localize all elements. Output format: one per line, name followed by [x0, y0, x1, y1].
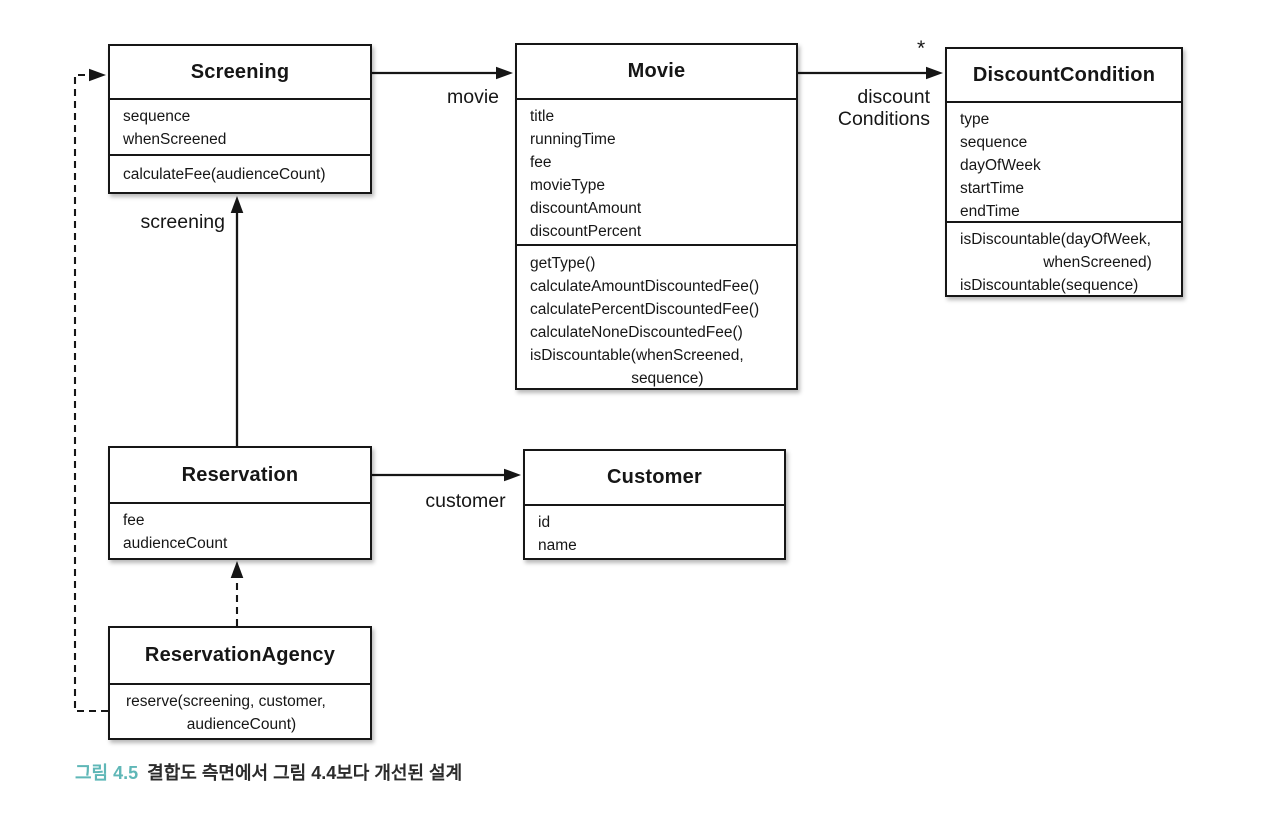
class-movie-title: Movie	[517, 45, 796, 100]
class-screening-methods: calculateFee(audienceCount)	[110, 156, 370, 192]
method-row: calculateNoneDiscountedFee()	[530, 324, 743, 341]
attribute-row: fee	[530, 154, 552, 171]
figure-caption-text: 결합도 측면에서 그림 4.4보다 개선된 설계	[147, 763, 463, 783]
method-row: calculatePercentDiscountedFee()	[530, 301, 760, 318]
edge-label-discount-conditions: discount Conditions	[800, 86, 930, 130]
method-row: calculateFee(audienceCount)	[123, 166, 326, 183]
method-row: isDiscountable(whenScreened,	[530, 347, 744, 364]
class-reservationagency: ReservationAgency reserve(screening, cus…	[108, 626, 372, 740]
multiplicity-star: *	[917, 37, 926, 60]
association-screening-to-movie	[372, 66, 513, 80]
attribute-row: endTime	[960, 203, 1020, 220]
attribute-row: fee	[123, 512, 145, 529]
attribute-row: audienceCount	[123, 535, 228, 552]
class-discountcondition-methods: isDiscountable(dayOfWeek, whenScreened) …	[947, 223, 1181, 295]
class-movie-methods: getType() calculateAmountDiscountedFee()…	[517, 246, 796, 388]
class-reservationagency-methods: reserve(screening, customer, audienceCou…	[110, 685, 370, 738]
class-discountcondition-attributes: type sequence dayOfWeek startTime endTim…	[947, 103, 1181, 223]
edge-label-customer: customer	[425, 490, 506, 512]
class-screening-attributes: sequence whenScreened	[110, 100, 370, 156]
method-row-continuation: sequence)	[631, 370, 704, 387]
class-movie-attributes: title runningTime fee movieType discount…	[517, 100, 796, 246]
method-row: getType()	[530, 255, 596, 272]
class-customer: Customer id name	[523, 449, 786, 560]
attribute-row: whenScreened	[123, 131, 227, 148]
class-screening-title: Screening	[110, 46, 370, 100]
class-screening: Screening sequence whenScreened calculat…	[108, 44, 372, 194]
edge-label-discount-line1: discount	[857, 86, 930, 108]
class-discountcondition: DiscountCondition type sequence dayOfWee…	[945, 47, 1183, 297]
attribute-row: startTime	[960, 180, 1025, 197]
association-movie-to-discount-condition	[798, 66, 943, 80]
method-row: isDiscountable(dayOfWeek,	[960, 231, 1151, 248]
method-row: calculateAmountDiscountedFee()	[530, 278, 760, 295]
attribute-row: id	[538, 514, 551, 531]
attribute-row: discountAmount	[530, 200, 642, 217]
dependency-reservationagency-to-reservation	[230, 561, 244, 626]
method-row-continuation: whenScreened)	[1043, 254, 1152, 271]
association-reservation-to-screening	[230, 196, 244, 446]
class-customer-title: Customer	[525, 451, 784, 506]
attribute-row: dayOfWeek	[960, 157, 1041, 174]
attribute-row: type	[960, 111, 990, 128]
association-reservation-to-customer	[372, 468, 521, 482]
attribute-row: runningTime	[530, 131, 616, 148]
class-reservation-attributes: fee audienceCount	[110, 504, 370, 558]
class-reservationagency-title: ReservationAgency	[110, 628, 370, 685]
class-reservation: Reservation fee audienceCount	[108, 446, 372, 560]
attribute-row: movieType	[530, 177, 605, 194]
edge-label-screening: screening	[140, 211, 225, 233]
attribute-row: sequence	[123, 108, 191, 125]
method-row-continuation: audienceCount)	[186, 716, 297, 733]
class-customer-attributes: id name	[525, 506, 784, 558]
attribute-row: sequence	[960, 134, 1028, 151]
figure-caption: 그림 4.5 결합도 측면에서 그림 4.4보다 개선된 설계	[75, 759, 462, 785]
class-reservation-title: Reservation	[110, 448, 370, 504]
attribute-row: title	[530, 108, 555, 125]
edge-label-movie: movie	[446, 86, 500, 108]
figure-number: 그림 4.5	[75, 763, 139, 783]
class-movie: Movie title runningTime fee movieType di…	[515, 43, 798, 390]
edge-label-discount-line2: Conditions	[837, 108, 930, 130]
method-row: reserve(screening, customer,	[126, 693, 326, 710]
attribute-row: name	[538, 537, 577, 554]
method-row: isDiscountable(sequence)	[960, 277, 1139, 294]
class-discountcondition-title: DiscountCondition	[947, 49, 1181, 103]
attribute-row: discountPercent	[530, 223, 642, 240]
dependency-reservationagency-to-screening	[73, 68, 108, 713]
